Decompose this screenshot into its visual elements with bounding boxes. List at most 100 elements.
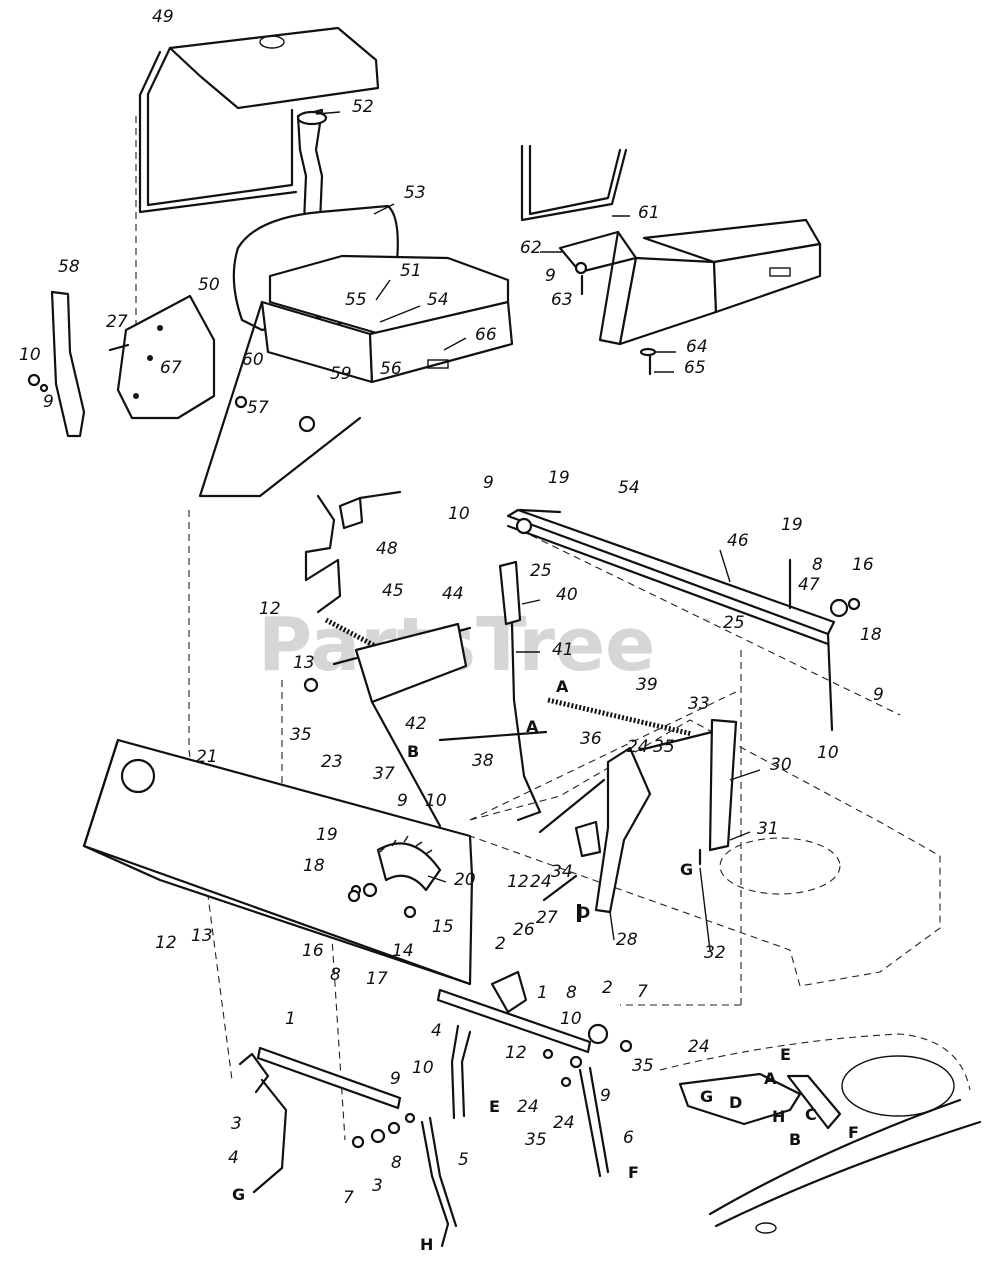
callout-c20: 20	[454, 870, 476, 890]
callout-c55: 55	[345, 290, 367, 310]
callout-c19c: 19	[316, 825, 338, 845]
callout-c47: 47	[798, 575, 820, 595]
callout-c13b: 13	[191, 926, 213, 946]
callout-c16b: 16	[302, 941, 324, 961]
part-6-link	[578, 1066, 610, 1178]
callout-c27b: 27	[536, 908, 558, 928]
part-28-pivot-plate	[516, 746, 652, 922]
callout-c51: 51	[400, 261, 422, 281]
callout-c9a: 9	[43, 392, 54, 412]
ref-letter-lE2: E	[780, 1045, 791, 1064]
ref-letter-lG1: G	[680, 860, 693, 879]
callout-c12a: 12	[259, 599, 281, 619]
callout-c65: 65	[684, 358, 706, 378]
part-5-link	[420, 1116, 458, 1248]
ref-letter-lH2: H	[772, 1107, 785, 1126]
part-66-fender-pan	[198, 254, 514, 498]
callout-c1b: 1	[537, 983, 548, 1003]
callout-c27a: 27	[106, 312, 128, 332]
callout-c31: 31	[757, 819, 779, 839]
callout-c7b: 7	[343, 1188, 354, 1208]
callout-c30: 30	[770, 755, 792, 775]
callout-c19a: 19	[548, 468, 570, 488]
callout-c10c: 10	[817, 743, 839, 763]
callout-c10d: 10	[425, 791, 447, 811]
callout-c54b: 54	[618, 478, 640, 498]
ref-letter-lG2: G	[232, 1185, 245, 1204]
part-46-cross-bar	[506, 508, 861, 732]
callout-c38: 38	[472, 751, 494, 771]
callout-c10b: 10	[448, 504, 470, 524]
callout-c12b: 12	[507, 872, 529, 892]
callout-c24c: 24	[688, 1037, 710, 1057]
ref-letter-lG3: G	[700, 1087, 713, 1106]
part-39-spring	[547, 697, 693, 737]
callout-c16a: 16	[852, 555, 874, 575]
ref-letter-lH1: H	[420, 1235, 433, 1254]
part-20-sector-gear	[347, 835, 442, 919]
callout-c60: 60	[242, 350, 264, 370]
part-58-bracket	[50, 290, 86, 438]
ref-letter-lB2: B	[789, 1130, 801, 1149]
ref-letter-lF1: F	[628, 1163, 639, 1182]
ref-letter-lE1: E	[489, 1097, 500, 1116]
ref-letter-lB: B	[407, 742, 419, 761]
callout-c41: 41	[552, 640, 574, 660]
callout-c67: 67	[160, 358, 182, 378]
callout-c26: 26	[513, 920, 535, 940]
callout-c37: 37	[373, 764, 395, 784]
callout-c57: 57	[247, 398, 269, 418]
callout-c59: 59	[330, 364, 352, 384]
callout-c54a: 54	[427, 290, 449, 310]
callout-c18b: 18	[303, 856, 325, 876]
callout-c2a: 2	[495, 934, 506, 954]
callout-c4b: 4	[228, 1148, 239, 1168]
callout-c48: 48	[376, 539, 398, 559]
callout-c49: 49	[152, 7, 174, 27]
callout-c28: 28	[616, 930, 638, 950]
callout-c24b: 24	[530, 872, 552, 892]
callout-c8d: 8	[391, 1153, 402, 1173]
callout-c5: 5	[458, 1150, 469, 1170]
part-48-steering-bracket	[304, 490, 402, 614]
callout-c9c: 9	[483, 473, 494, 493]
callout-c12d: 12	[505, 1043, 527, 1063]
ref-letter-lA3: A	[764, 1069, 777, 1088]
callout-c35a: 35	[290, 725, 312, 745]
callout-c40: 40	[556, 585, 578, 605]
callout-c9f: 9	[390, 1069, 401, 1089]
callout-c53: 53	[404, 183, 426, 203]
callout-c2b: 2	[602, 978, 613, 998]
callout-c66: 66	[475, 325, 497, 345]
part-1-rod-left	[238, 1046, 416, 1194]
ref-letter-lA1: A	[556, 677, 569, 696]
callout-c9g: 9	[600, 1086, 611, 1106]
callout-c64: 64	[686, 337, 708, 357]
callout-c1a: 1	[285, 1009, 296, 1029]
mower-deck	[659, 1033, 982, 1234]
callout-c24d: 24	[517, 1097, 539, 1117]
callout-c24e: 24	[553, 1113, 575, 1133]
ref-letter-lA2: A	[526, 717, 539, 736]
callout-c23: 23	[321, 752, 343, 772]
ref-letter-lF2: F	[848, 1123, 859, 1142]
callout-c10e: 10	[560, 1009, 582, 1029]
callout-c3a: 3	[231, 1114, 242, 1134]
callout-c44: 44	[442, 584, 464, 604]
small-hardware-left	[27, 343, 130, 393]
callout-c63: 63	[551, 290, 573, 310]
ref-letter-lD: D	[577, 903, 590, 922]
callout-c18a: 18	[860, 625, 882, 645]
callout-c35b: 35	[653, 737, 675, 757]
callout-c9e: 9	[397, 791, 408, 811]
callout-c62: 62	[520, 238, 542, 258]
callout-c39: 39	[636, 675, 658, 695]
callout-c21: 21	[196, 747, 218, 767]
callout-c32: 32	[704, 943, 726, 963]
callout-c3b: 3	[372, 1176, 383, 1196]
inset-assembly	[520, 144, 822, 376]
part-1-rod-right	[436, 970, 633, 1088]
